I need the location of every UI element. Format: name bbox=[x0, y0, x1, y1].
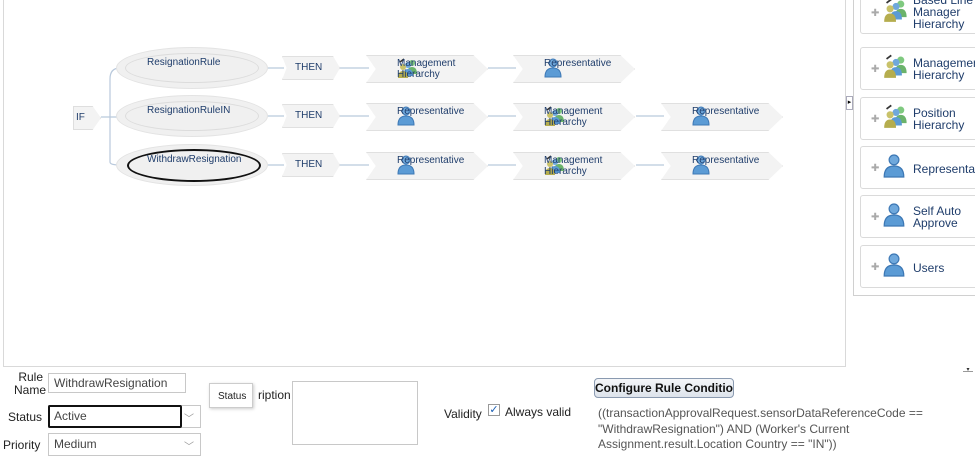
palette-item[interactable]: ✚Management Hierarchy bbox=[860, 47, 975, 90]
description-textarea[interactable] bbox=[292, 381, 418, 445]
user-icon bbox=[397, 155, 415, 178]
action-node[interactable]: Management Hierarchy bbox=[366, 55, 488, 83]
connector-lines bbox=[101, 67, 664, 166]
rule-node[interactable]: ResignationRuleIN bbox=[116, 95, 268, 137]
priority-select[interactable]: Medium ﹀ bbox=[48, 433, 201, 456]
configure-rule-conditions-button[interactable]: Configure Rule Conditions bbox=[594, 378, 734, 398]
palette-item[interactable]: ✚Representative bbox=[860, 146, 975, 189]
group-icon bbox=[883, 0, 909, 25]
rule-name-input[interactable]: WithdrawResignation bbox=[48, 373, 186, 393]
collapse-panel-toggle[interactable]: ▸ bbox=[846, 96, 853, 110]
scroll-down-icon[interactable]: ▾ bbox=[963, 366, 973, 373]
validity-label: Validity bbox=[444, 407, 482, 421]
priority-label: Priority bbox=[3, 438, 41, 452]
user-icon bbox=[692, 155, 710, 178]
always-valid-checkbox[interactable]: ✓ bbox=[488, 404, 500, 416]
action-node[interactable]: Representative bbox=[661, 103, 783, 131]
palette-item[interactable]: ✚Self Auto Approve bbox=[860, 195, 975, 238]
palette-item[interactable]: ✚Position Hierarchy bbox=[860, 97, 975, 140]
drag-handle-icon[interactable]: ✚ bbox=[871, 163, 880, 174]
status-select[interactable]: Active ﹀ bbox=[48, 405, 201, 428]
rule-name-label: Rule Name bbox=[14, 370, 47, 397]
description-label: ription bbox=[258, 388, 291, 402]
rule-node[interactable]: ResignationRule bbox=[116, 47, 268, 89]
rule-node[interactable]: WithdrawResignation bbox=[116, 144, 268, 186]
drag-handle-icon[interactable]: ✚ bbox=[871, 262, 880, 273]
group-icon bbox=[883, 54, 909, 81]
action-node[interactable]: Representative bbox=[513, 55, 635, 83]
then-node[interactable]: THEN bbox=[282, 153, 340, 177]
action-node[interactable]: Management Hierarchy bbox=[513, 103, 635, 131]
group-icon bbox=[883, 104, 909, 131]
palette-item[interactable]: ✚Based Line Manager Hierarchy bbox=[860, 0, 975, 34]
user-icon bbox=[692, 106, 710, 129]
action-node[interactable]: Representative bbox=[366, 152, 488, 180]
drag-handle-icon[interactable]: ✚ bbox=[871, 8, 880, 19]
action-node[interactable]: Management Hierarchy bbox=[513, 152, 635, 180]
always-valid-label: Always valid bbox=[505, 405, 572, 419]
status-label: Status bbox=[8, 410, 43, 424]
user-icon bbox=[544, 58, 562, 81]
then-node[interactable]: THEN bbox=[282, 104, 340, 128]
group-icon bbox=[544, 106, 566, 129]
palette-item[interactable]: ✚Users bbox=[860, 245, 975, 288]
action-node[interactable]: Representative bbox=[366, 103, 488, 131]
condition-expression: ((transactionApprovalRequest.sensorDataR… bbox=[598, 406, 923, 451]
chevron-down-icon[interactable]: ﹀ bbox=[184, 442, 194, 453]
drag-handle-icon[interactable]: ✚ bbox=[871, 114, 880, 125]
status-tooltip: Status bbox=[209, 383, 253, 408]
user-icon bbox=[883, 252, 905, 281]
user-icon bbox=[397, 106, 415, 129]
group-icon bbox=[397, 58, 419, 81]
then-node[interactable]: THEN bbox=[282, 56, 340, 80]
drag-handle-icon[interactable]: ✚ bbox=[871, 64, 880, 75]
user-icon bbox=[883, 153, 905, 182]
chevron-down-icon[interactable]: ﹀ bbox=[184, 414, 194, 425]
user-icon bbox=[883, 202, 905, 231]
group-icon bbox=[544, 155, 566, 178]
drag-handle-icon[interactable]: ✚ bbox=[871, 212, 880, 223]
action-node[interactable]: Representative bbox=[661, 152, 783, 180]
action-palette: ✚Based Line Manager Hierarchy ✚Management… bbox=[853, 0, 975, 296]
